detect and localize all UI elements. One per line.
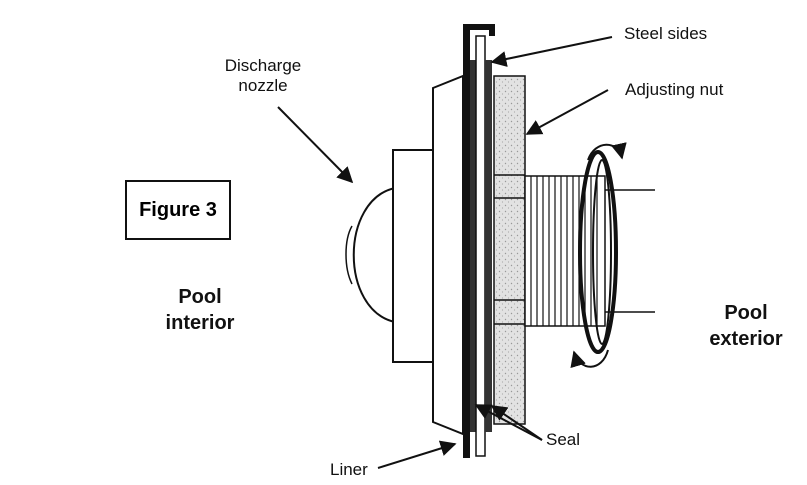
discharge-nozzle-line1: Discharge [224,56,302,75]
seal-label: Seal [546,430,581,449]
liner-arrow [377,440,457,469]
steel-side [475,35,486,457]
pool-exterior-line1: Pool [724,302,768,324]
nozzle-slot [345,225,353,285]
steel-sides-arrow [490,36,613,67]
liner-top [463,24,495,30]
discharge-nozzle-line2: nozzle [238,76,288,95]
liner-lip [489,24,495,36]
rotation-arrow-bottom-icon [570,349,609,369]
discharge-nozzle-arrow [277,106,354,184]
pool-interior-line2: interior [165,312,235,334]
nozzle-body [392,149,434,363]
pool-interior-label: Pool interior [145,284,255,336]
threaded-pipe [524,175,606,327]
figure-label-box: Figure 3 [125,180,231,240]
seal-arrow-1 [474,404,543,441]
rotation-arrow-top-icon [587,142,627,161]
outer-seal [485,60,492,432]
adjusting-nut-label: Adjusting nut [625,80,724,99]
rotation-ring [578,150,618,354]
pool-exterior-line2: exterior [709,328,783,350]
adjusting-nut [493,75,526,425]
face-flange [432,74,464,436]
nozzle-dome [352,186,396,324]
adjusting-nut-arrow [525,89,609,135]
liner-label: Liner [330,460,368,479]
steel-sides-label: Steel sides [624,24,708,43]
liner-strip [463,30,470,458]
inner-seal [470,60,476,432]
figure-label: Figure 3 [139,198,217,221]
seal-arrow-2 [490,405,543,441]
pool-exterior-label: Pool exterior [690,300,802,352]
discharge-nozzle-label: Discharge nozzle [218,56,308,96]
pool-interior-line1: Pool [178,286,222,308]
